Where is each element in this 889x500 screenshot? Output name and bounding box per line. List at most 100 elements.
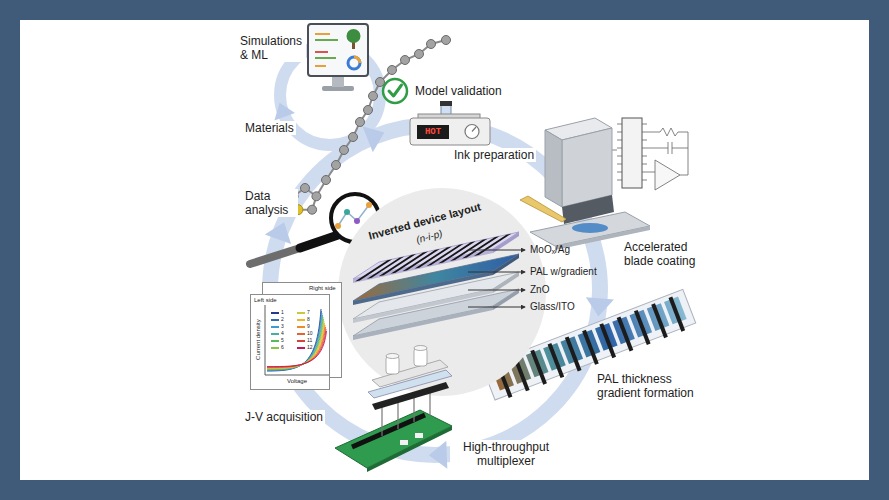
jv-plot [265, 375, 329, 376]
white-panel [20, 20, 869, 480]
layer-label: ZnO [530, 284, 549, 296]
jv-plot [267, 325, 325, 368]
layer-label: PAL w/gradient [530, 266, 597, 278]
magnifier-icon [300, 235, 338, 248]
device-layer-electrode [391, 252, 428, 274]
legend-item: 11 [297, 337, 321, 344]
gradient-substrate [651, 303, 668, 338]
jv-panel-front: Left sideCurrent densityVoltage123456789… [250, 294, 330, 390]
legend-swatch [271, 333, 279, 335]
jv-plot [267, 313, 322, 370]
polymer-molecule [442, 36, 451, 45]
step-label: Accelerated blade coating [622, 240, 704, 268]
cycle-ring [274, 103, 295, 121]
legend-label: 9 [307, 323, 310, 330]
blade-coater [612, 150, 617, 151]
legend-label: 10 [307, 330, 313, 337]
layer-label: Glass/ITO [530, 301, 575, 313]
cycle-ring [270, 125, 600, 455]
jv-plot [267, 311, 322, 371]
jv-plot [265, 305, 266, 375]
step-label: PAL thickness gradient formation [595, 372, 703, 400]
gradient-substrate [668, 297, 685, 332]
blade-coater [617, 124, 622, 180]
legend-label: 4 [281, 330, 284, 337]
gradient-substrate [617, 317, 634, 352]
magnifier-icon [354, 218, 360, 224]
device-layout-circle: Inverted device layout(n-i-p) [338, 188, 546, 396]
legend-item: 8 [297, 316, 321, 323]
multiplexer-board [413, 396, 414, 422]
monitor-icon [347, 29, 361, 43]
polymer-molecule [376, 78, 385, 87]
device-layer-electrode [462, 236, 499, 258]
legend-item: 1 [271, 309, 295, 316]
monitor-icon [315, 51, 328, 53]
monitor-icon [308, 24, 368, 91]
polymer-molecule [322, 176, 331, 185]
monitor-icon [315, 65, 326, 67]
legend-swatch [271, 347, 279, 349]
gradient-substrate [530, 350, 547, 385]
leader-line [468, 290, 525, 291]
blade-coater [562, 195, 614, 224]
monitor-icon [332, 76, 344, 87]
blade-coater [642, 124, 647, 180]
step-label: Simulations & ML [238, 34, 306, 62]
legend-swatch [271, 326, 279, 328]
device-layer-electrode [438, 241, 475, 263]
jv-plot [267, 321, 324, 369]
monitor-icon [315, 57, 336, 59]
legend-item: 5 [271, 337, 295, 344]
blade-coater [520, 118, 688, 250]
legend-swatch [271, 319, 279, 321]
legend-swatch [271, 312, 279, 314]
legend-item: 4 [271, 330, 295, 337]
leader-line [468, 272, 525, 273]
cycle-ring [362, 126, 384, 152]
monitor-icon [354, 57, 360, 63]
hotplate-icon [410, 118, 490, 145]
multiplexer-board [386, 354, 399, 359]
polymer-molecule [356, 118, 365, 127]
legend-item: 6 [271, 344, 295, 351]
legend-label: 7 [307, 309, 310, 316]
hotplate-icon [410, 101, 490, 145]
polymer-molecule [301, 184, 310, 193]
legend-swatch [297, 347, 305, 349]
legend-item: 10 [297, 330, 321, 337]
panel-title: Right side [309, 285, 336, 292]
legend-swatch [297, 319, 305, 321]
hotplate-icon [440, 101, 452, 106]
multiplexer-board [400, 440, 408, 445]
legend-swatch [297, 312, 305, 314]
device-layer-electrode [367, 257, 404, 279]
device-layer-electrode [355, 259, 392, 281]
multiplexer-board [335, 410, 452, 468]
polymer-molecule [340, 146, 349, 155]
step-label: Ink preparation [452, 148, 536, 162]
blade-coater [545, 130, 562, 207]
axis-label: Voltage [287, 378, 307, 385]
device-stack-illustration [335, 232, 525, 472]
cycle-ring [586, 297, 614, 316]
polymer-molecule [289, 36, 450, 215]
step-label: High-throughput multiplexer [450, 440, 562, 468]
jv-plot [267, 309, 321, 371]
hotplate-icon [472, 127, 476, 132]
gradient-substrate [582, 330, 599, 365]
leader-line [468, 307, 525, 308]
cycle-ring [265, 45, 614, 469]
gradient-substrate [565, 336, 582, 371]
polymer-molecule [415, 50, 424, 59]
step-label: J-V acquisition [243, 410, 325, 424]
device-layer-electrode [379, 254, 416, 276]
magnifier-icon [344, 209, 350, 215]
monitor-icon [308, 24, 368, 76]
blade-coater [647, 142, 688, 154]
blade-coater [622, 118, 642, 188]
jv-plot [267, 323, 325, 368]
gradient-substrate [599, 323, 616, 358]
blade-coater [520, 196, 566, 222]
